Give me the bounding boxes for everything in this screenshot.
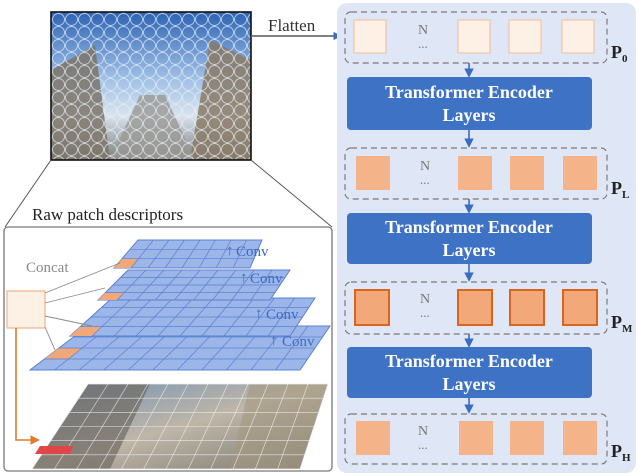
token-row-pm: N ...: [344, 281, 608, 335]
projection-line-left: [4, 159, 52, 228]
n-label: N: [418, 23, 428, 38]
stage-label-pm: PM: [611, 312, 633, 335]
concat-label: Concat: [26, 260, 69, 276]
token: [510, 421, 544, 455]
input-street-image: [50, 11, 252, 161]
n-label: N: [420, 159, 430, 174]
token-row-pl: N ...: [344, 147, 608, 200]
token: [562, 289, 598, 326]
ellipsis: ...: [418, 36, 428, 51]
token: [356, 421, 390, 455]
conv-label-3: Conv: [266, 307, 299, 323]
token: [508, 19, 542, 54]
svg-text:Layers: Layers: [443, 240, 496, 260]
conv-label-1: Conv: [236, 244, 269, 260]
conv-label-2: Conv: [250, 271, 283, 287]
red-patch: [35, 446, 73, 454]
svg-text:Transformer Encoder: Transformer Encoder: [385, 217, 553, 237]
feature-grid-layer-2: [68, 297, 316, 337]
svg-text:Layers: Layers: [443, 374, 496, 394]
concat-box: [6, 290, 46, 329]
token-row-p0: N ...: [344, 11, 608, 64]
projection-line-right: [250, 159, 333, 228]
token: [563, 421, 597, 455]
token: [509, 289, 545, 326]
ellipsis: ...: [420, 305, 430, 320]
token: [510, 156, 544, 190]
ellipsis: ...: [420, 172, 430, 187]
svg-text:Transformer Encoder: Transformer Encoder: [385, 351, 553, 371]
raw-patch-label: Raw patch descriptors: [32, 205, 183, 224]
token: [459, 421, 493, 455]
conv-arrow-icon: ↑: [226, 243, 234, 259]
concat-connectors: [44, 262, 121, 351]
n-label: N: [418, 424, 428, 439]
conv-arrow-icon: ↑: [255, 306, 263, 322]
ellipsis: ...: [418, 437, 428, 452]
token: [353, 19, 387, 54]
stage-label-ph: PH: [611, 441, 631, 464]
token: [457, 289, 493, 326]
conv-arrow-icon: ↑: [270, 333, 278, 349]
feature-grid-layer-1: [28, 325, 331, 371]
token: [561, 19, 595, 54]
svg-text:Transformer Encoder: Transformer Encoder: [385, 82, 553, 102]
token: [354, 289, 390, 326]
flatten-label: Flatten: [268, 16, 316, 35]
token: [356, 156, 390, 190]
conv-labels: ↑ Conv ↑ Conv ↑ Conv ↑ Conv: [226, 243, 315, 350]
token: [458, 156, 492, 190]
encoder-block-1: Transformer Encoder Layers: [347, 77, 592, 130]
highlighted-cell: [98, 292, 125, 300]
token-row-ph: N ...: [344, 413, 608, 465]
token: [457, 19, 491, 54]
feature-grid-layer-4: [112, 239, 263, 269]
conv-arrow-icon: ↑: [240, 270, 248, 286]
highlighted-cell: [114, 258, 139, 268]
concat-to-patch-connector: [15, 328, 40, 445]
stage-label-p0: P0: [611, 42, 628, 65]
n-label: N: [420, 292, 430, 307]
feature-grid-layer-3: [96, 269, 291, 301]
conv-label-4: Conv: [282, 334, 315, 350]
svg-text:Layers: Layers: [443, 105, 496, 125]
token: [563, 156, 597, 190]
encoder-block-3: Transformer Encoder Layers: [347, 347, 592, 398]
stage-label-pl: PL: [611, 178, 629, 201]
encoder-block-2: Transformer Encoder Layers: [347, 213, 592, 264]
highlighted-cell: [44, 348, 83, 359]
